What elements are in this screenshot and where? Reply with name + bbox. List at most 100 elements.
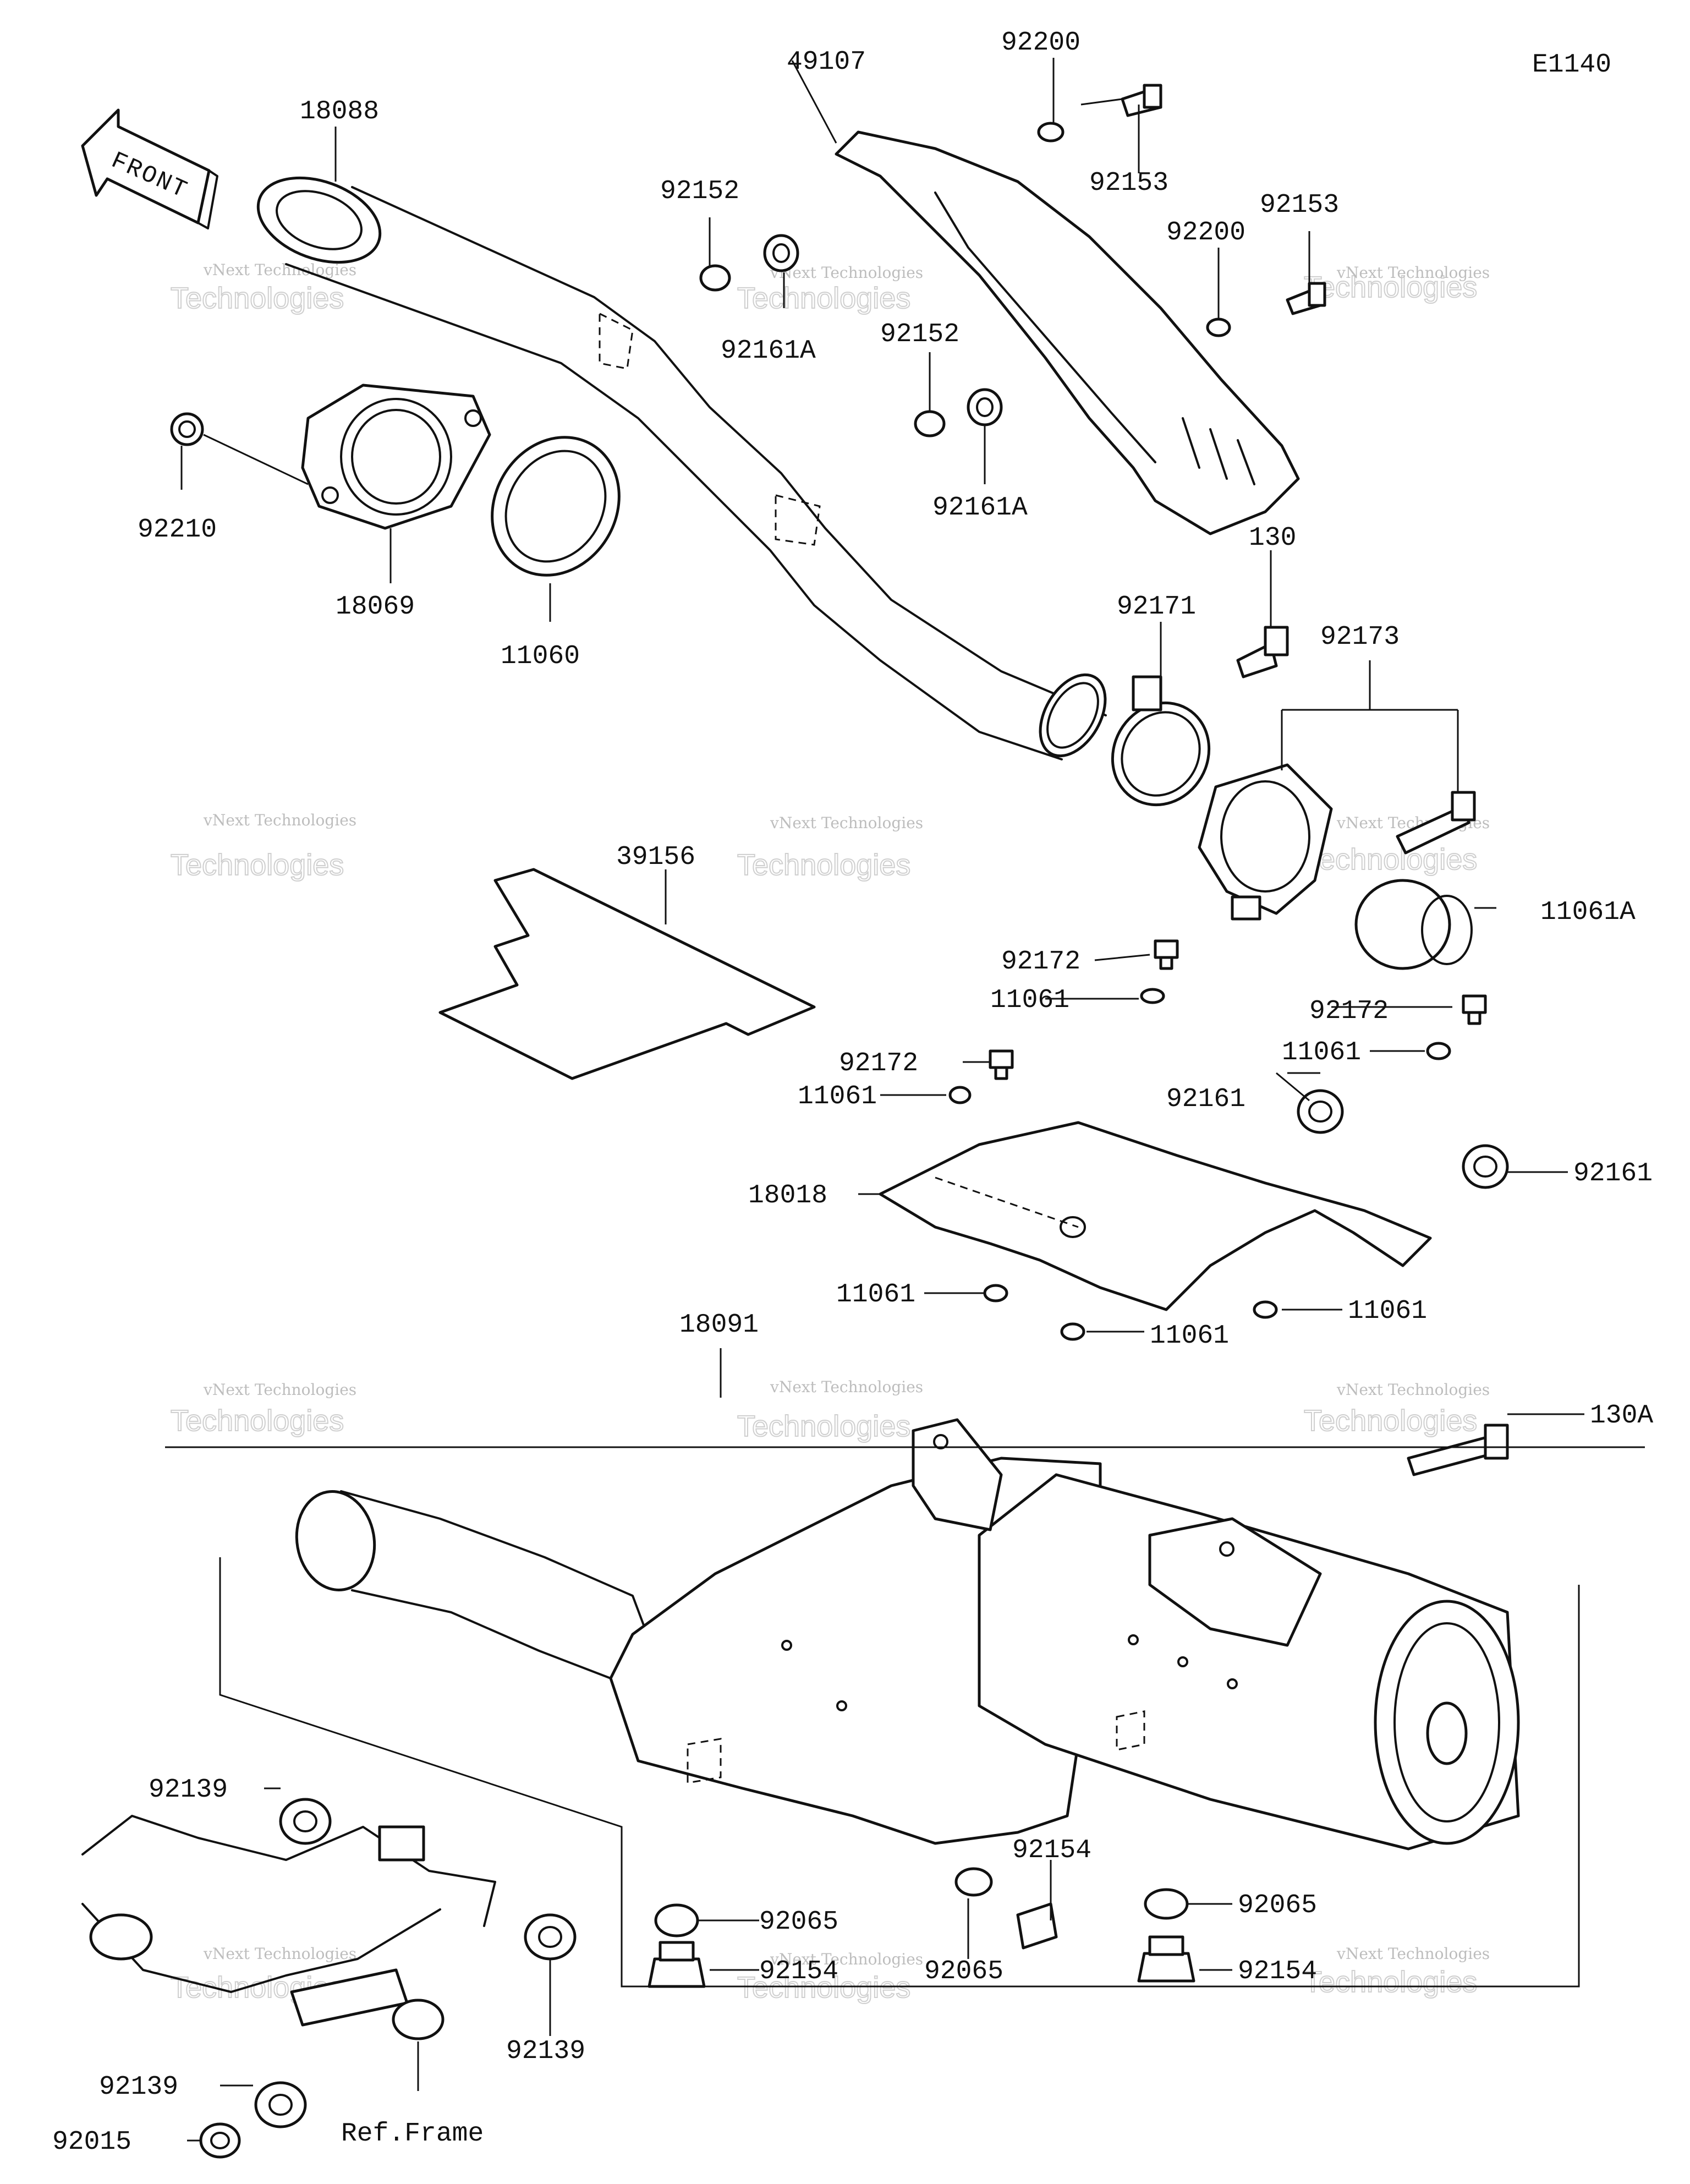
- nut-92210: [170, 412, 204, 446]
- heat-shield-18018: [879, 1121, 1432, 1311]
- heat-guard-49107: [835, 130, 1300, 535]
- svg-text:Technologies: Technologies: [1304, 1404, 1477, 1437]
- label-11061A: 11061A: [1540, 897, 1636, 927]
- flange-18069: [301, 384, 491, 530]
- label-11061-c: 11061: [1282, 1038, 1361, 1068]
- label-92139-c: 92139: [99, 2072, 178, 2102]
- label-18018: 18018: [748, 1181, 827, 1211]
- clamp-92173: [1198, 763, 1333, 921]
- bushing-92139-c: [254, 2081, 307, 2128]
- label-49107: 49107: [787, 47, 866, 77]
- svg-text:Technologies: Technologies: [737, 1410, 910, 1443]
- collar-92152-a: [699, 264, 731, 292]
- label-11061-e: 11061: [1348, 1296, 1427, 1326]
- svg-text:vNext Technologies: vNext Technologies: [1336, 1945, 1490, 1963]
- label-18088: 18088: [300, 97, 379, 127]
- damper-92161-b: [1462, 1144, 1509, 1189]
- bushing-92139-a: [279, 1798, 332, 1845]
- bolt-92172-b: [989, 1049, 1014, 1080]
- svg-text:vNext Technologies: vNext Technologies: [203, 811, 356, 829]
- label-92065-b: 92065: [924, 1957, 1003, 1986]
- label-92172-a: 92172: [1001, 947, 1080, 977]
- bolt-92153-b: [1286, 282, 1326, 315]
- header-pipe: [256, 176, 1107, 760]
- frame-ref: [81, 1815, 496, 2040]
- label-92154-b: 92154: [1012, 1836, 1091, 1865]
- washer-92065-a: [654, 1903, 699, 1937]
- svg-text:Technologies: Technologies: [1304, 1966, 1477, 1999]
- diagram-code: E1140: [1532, 50, 1611, 80]
- watermark-12: Technologies vNext Technologies: [1303, 1945, 1490, 1999]
- washer-92200-a: [1037, 122, 1065, 143]
- plug-92154-b: [1016, 1902, 1058, 1950]
- svg-text:vNext Technologies: vNext Technologies: [1336, 1381, 1490, 1399]
- svg-text:vNext Technologies: vNext Technologies: [1336, 264, 1490, 282]
- watermark-4: Technologies vNext Technologies: [170, 811, 356, 882]
- washer-92065-b: [954, 1867, 993, 1897]
- label-92153-b: 92153: [1260, 190, 1339, 220]
- svg-text:Technologies: Technologies: [737, 282, 910, 315]
- label-92171: 92171: [1117, 592, 1196, 622]
- svg-text:vNext Technologies: vNext Technologies: [770, 814, 923, 832]
- svg-text:Technologies: Technologies: [737, 1971, 910, 2004]
- damper-92161A-b: [967, 388, 1003, 426]
- damper-92161A-a: [763, 234, 799, 272]
- label-92154-a: 92154: [759, 1957, 838, 1986]
- watermark-9: Technologies vNext Technologies: [1303, 1381, 1490, 1438]
- label-92200-a: 92200: [1001, 28, 1080, 58]
- label-39156: 39156: [616, 842, 695, 872]
- label-92161A-a: 92161A: [721, 336, 816, 366]
- label-92200-b: 92200: [1166, 218, 1245, 248]
- bolt-92173: [1396, 791, 1476, 855]
- svg-text:vNext Technologies: vNext Technologies: [770, 1950, 923, 1968]
- svg-text:vNext Technologies: vNext Technologies: [203, 1945, 356, 1963]
- label-92139-b: 92139: [506, 2037, 585, 2066]
- label-92154-c: 92154: [1238, 1957, 1317, 1986]
- label-92161-a: 92161: [1166, 1085, 1245, 1114]
- watermark-1: Technologies vNext Technologies: [170, 261, 356, 315]
- collar-92152-b: [914, 410, 946, 437]
- label-92152-b: 92152: [880, 320, 959, 349]
- washer-11061-e: [1253, 1300, 1278, 1319]
- bolt-92172-a: [1154, 939, 1179, 970]
- label-92172-b: 92172: [839, 1049, 918, 1079]
- label-92172-c: 92172: [1309, 997, 1389, 1026]
- washer-11061-c: [1426, 1042, 1451, 1060]
- bushing-92139-b: [524, 1913, 577, 1961]
- front-arrow-icon: FRONT: [81, 108, 218, 229]
- svg-text:Technologies: Technologies: [171, 282, 344, 315]
- nut-92015: [199, 2122, 241, 2159]
- svg-text:Technologies: Technologies: [171, 1404, 344, 1437]
- damper-92161-a: [1297, 1089, 1344, 1134]
- label-92210: 92210: [138, 515, 217, 545]
- label-18091: 18091: [679, 1310, 759, 1340]
- label-92015: 92015: [52, 2127, 131, 2157]
- svg-text:Technologies: Technologies: [1304, 271, 1477, 304]
- clamp-92171: [1111, 675, 1211, 807]
- label-130A: 130A: [1590, 1401, 1653, 1431]
- svg-text:Technologies: Technologies: [1304, 843, 1477, 876]
- leader-lines: [165, 58, 1645, 2142]
- plug-92154-c: [1137, 1935, 1195, 1983]
- label-11061-b: 11061: [798, 1082, 877, 1112]
- washer-11061-b: [948, 1086, 972, 1104]
- bolt-92172-c: [1462, 994, 1487, 1025]
- washer-11061-f: [1060, 1322, 1085, 1341]
- bolt-130: [1236, 626, 1289, 678]
- label-18069: 18069: [336, 592, 415, 622]
- label-11060: 11060: [501, 642, 580, 671]
- label-130: 130: [1249, 523, 1296, 553]
- ref-frame-label: Ref.Frame: [341, 2119, 484, 2149]
- label-92065-c: 92065: [1238, 1891, 1317, 1920]
- svg-text:Technologies: Technologies: [171, 849, 344, 882]
- gasket-11061A: [1354, 879, 1473, 970]
- label-92161A-b: 92161A: [932, 493, 1028, 523]
- washer-11061-a: [1140, 988, 1165, 1004]
- svg-text:vNext Technologies: vNext Technologies: [203, 261, 356, 279]
- label-92161-b: 92161: [1573, 1159, 1653, 1189]
